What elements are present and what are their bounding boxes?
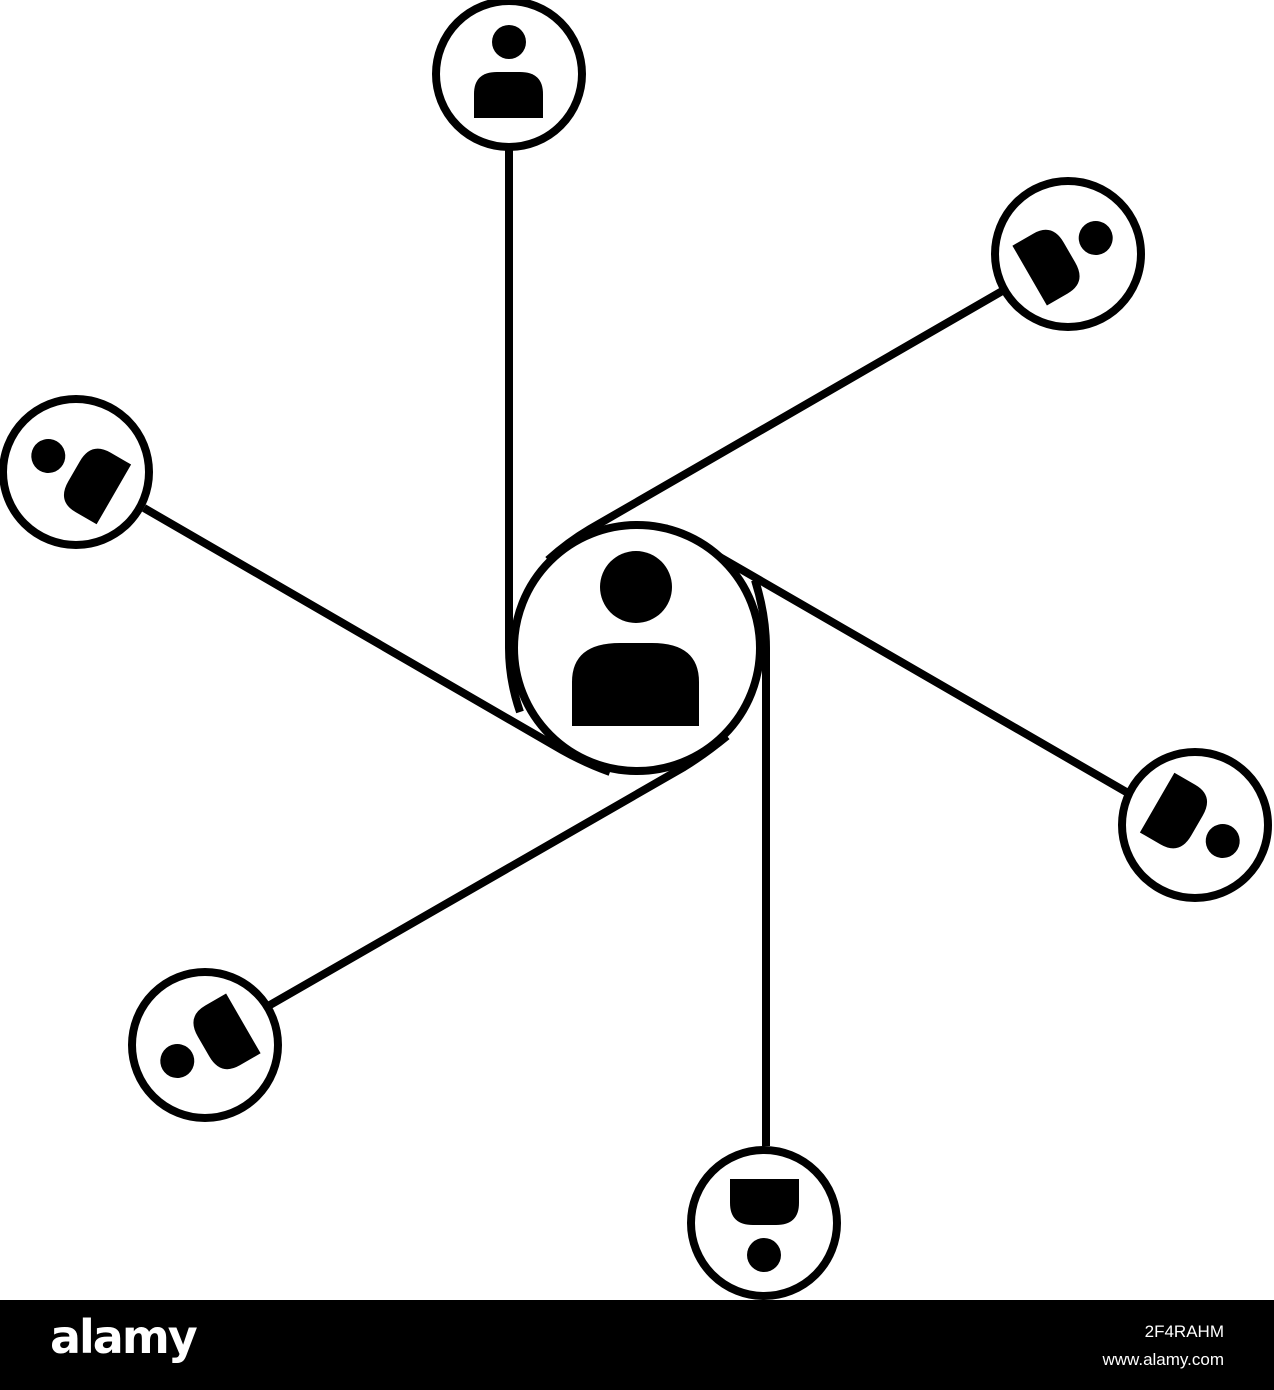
- image-id: 2F4RAHM: [1144, 1322, 1224, 1341]
- hub-node: [510, 521, 764, 775]
- watermark-bar: alamy 2F4RAHM www.alamy.com: [0, 1300, 1274, 1390]
- connector-bottom: [751, 578, 770, 1146]
- node-lower-left: [128, 968, 282, 1122]
- node-lower-right: [1118, 748, 1272, 902]
- connector-upper-right: [545, 286, 1006, 563]
- connector-top: [505, 148, 524, 714]
- node-upper-right: [991, 177, 1145, 331]
- person-icon: [1012, 221, 1113, 306]
- person-icon: [474, 25, 543, 118]
- node-top: [432, 0, 586, 151]
- person-icon: [31, 439, 132, 525]
- network-diagram: [0, 0, 1272, 1300]
- person-icon: [572, 551, 699, 726]
- connector-lower-left: [268, 732, 730, 1009]
- person-icon: [730, 1179, 799, 1272]
- node-bottom: [687, 1146, 841, 1300]
- person-icon: [160, 993, 261, 1078]
- brand-logo: alamy: [50, 1310, 198, 1364]
- site-url: www.alamy.com: [1102, 1350, 1224, 1369]
- person-icon: [1139, 772, 1240, 858]
- node-upper-left: [0, 395, 153, 549]
